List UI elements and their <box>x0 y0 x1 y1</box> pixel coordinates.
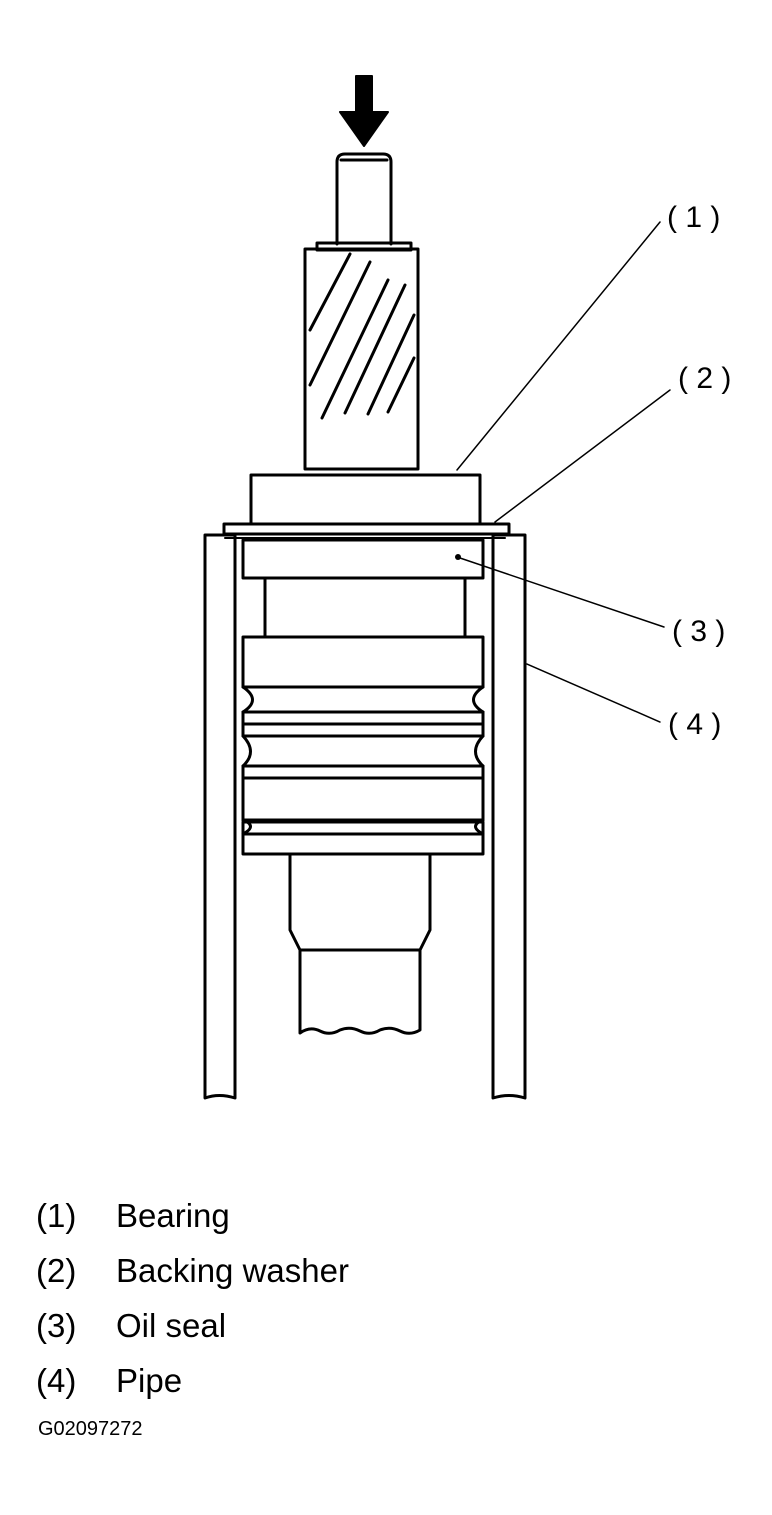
gear-body <box>303 247 420 471</box>
callout-3: ( 3 ) <box>672 615 725 648</box>
legend-item-backing-washer: (2) Backing washer <box>36 1243 349 1298</box>
press-arrow-icon <box>339 75 389 147</box>
backing-washer <box>222 522 511 536</box>
legend-item-oil-seal: (3) Oil seal <box>36 1298 349 1353</box>
output-shaft <box>288 852 432 1035</box>
legend-number: (3) <box>36 1306 77 1344</box>
legend-label: Pipe <box>116 1361 183 1399</box>
figure-code: G02097272 <box>38 1418 143 1440</box>
legend-number: (4) <box>36 1361 77 1399</box>
bearing <box>249 473 482 526</box>
callout-2: ( 2 ) <box>678 362 731 395</box>
legend-number: (1) <box>36 1196 77 1234</box>
legend-number: (2) <box>36 1251 77 1289</box>
legend-label: Oil seal <box>116 1306 227 1344</box>
seal-carrier <box>241 576 485 856</box>
shaft-top <box>315 152 413 252</box>
legend-item-pipe: (4) Pipe <box>36 1353 349 1408</box>
pipe <box>203 533 527 1100</box>
legend-label: Bearing <box>116 1196 230 1234</box>
callout-1: ( 1 ) <box>667 201 720 234</box>
legend-label: Backing washer <box>116 1251 349 1289</box>
leader-lines <box>456 221 671 723</box>
legend: (1) Bearing (2) Backing washer (3) Oil s… <box>36 1188 349 1408</box>
assembly-diagram: ( 1 ) ( 2 ) ( 3 ) ( 4 ) <box>203 75 731 1100</box>
oil-seal <box>241 538 485 580</box>
callout-4: ( 4 ) <box>668 708 721 741</box>
legend-item-bearing: (1) Bearing <box>36 1188 349 1243</box>
